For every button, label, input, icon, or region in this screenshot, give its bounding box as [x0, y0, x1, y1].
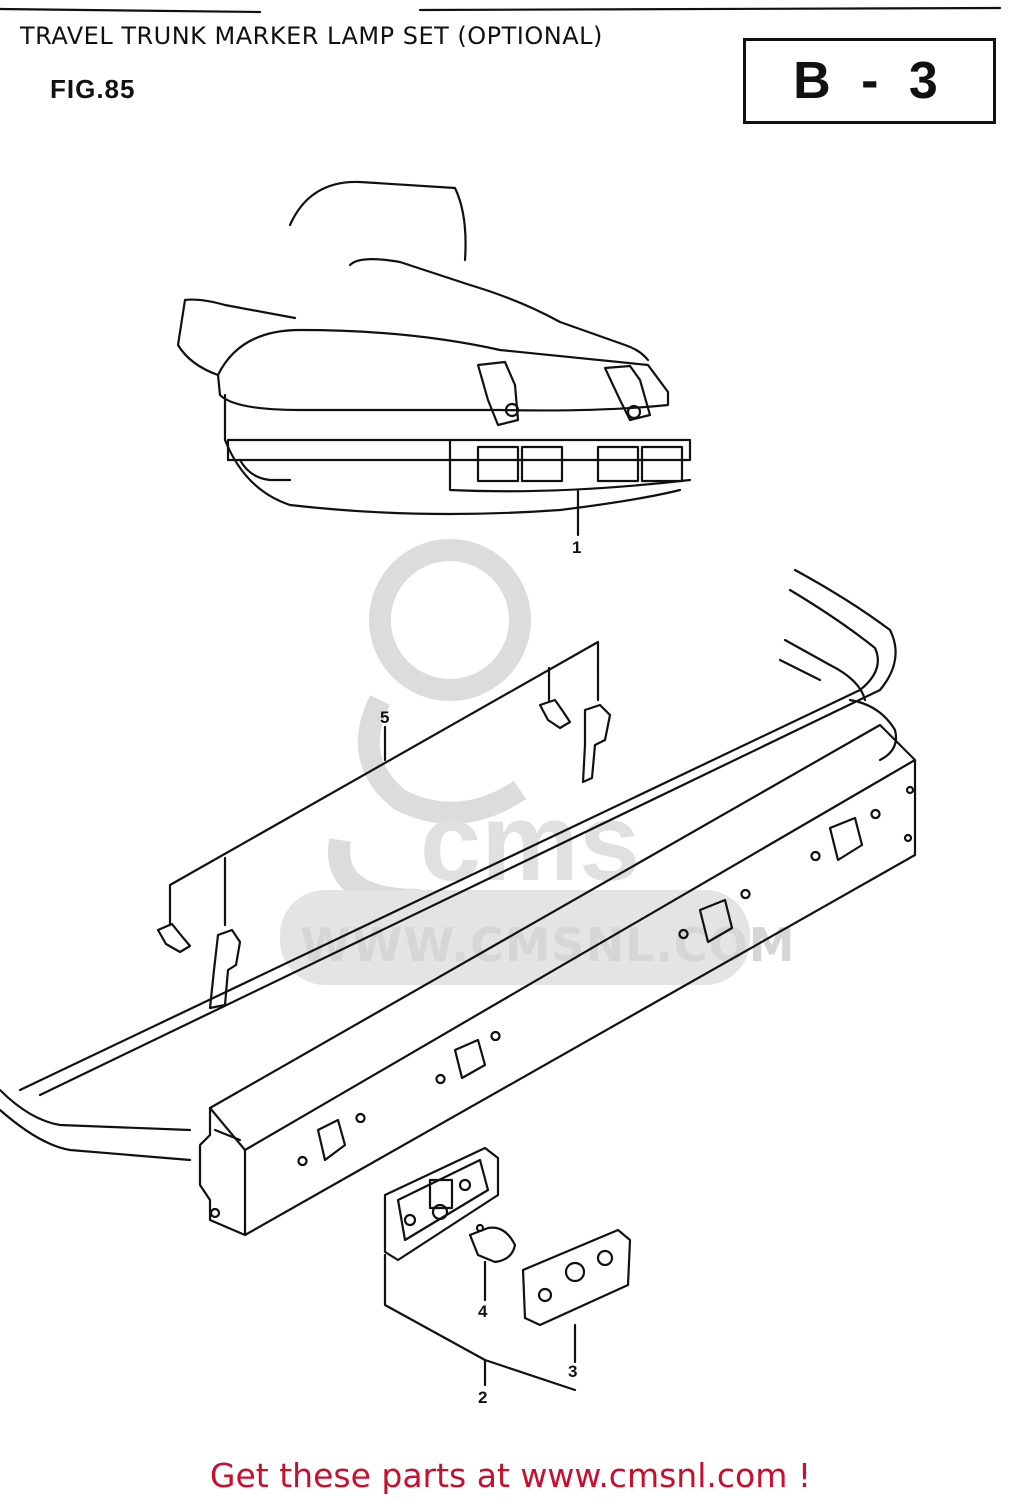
lamp-housing: [383, 1146, 500, 1262]
section-code: B - 3: [793, 52, 946, 110]
figure-number: FIG.85: [50, 74, 136, 104]
watermark-text: WWW.CMSNL.COM: [300, 918, 796, 972]
bracket-set: [156, 698, 612, 1010]
callout-5: 5: [380, 708, 390, 727]
luggage-rack: [0, 568, 898, 1162]
travel-trunk: [176, 180, 692, 516]
bulb: [468, 1223, 517, 1264]
lens: [521, 1228, 632, 1327]
footer-parts-link[interactable]: Get these parts at www.cmsnl.com !: [209, 1456, 812, 1495]
callout-3: 3: [568, 1362, 578, 1381]
callout-4: 4: [478, 1302, 488, 1321]
page-title: TRAVEL TRUNK MARKER LAMP SET (OPTIONAL): [20, 22, 603, 50]
callout-1: 1: [572, 538, 582, 557]
section-code-box: B - 3: [743, 38, 996, 124]
callout-2: 2: [478, 1388, 488, 1407]
marker-lamp-bar: [198, 723, 917, 1237]
